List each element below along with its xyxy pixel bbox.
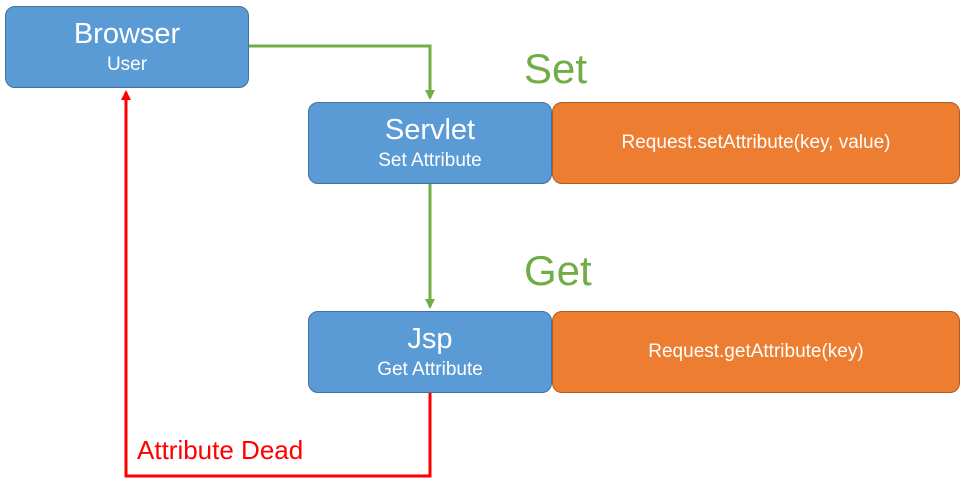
- servlet-node: Servlet Set Attribute: [308, 102, 552, 184]
- browser-node: Browser User: [5, 6, 249, 88]
- browser-to-servlet-arrow: [249, 44, 435, 100]
- get-step-label: Get: [524, 247, 592, 294]
- servlet-subtitle: Set Attribute: [378, 150, 482, 171]
- servlet-title: Servlet: [384, 114, 476, 146]
- jsp-title: Jsp: [407, 323, 453, 355]
- set-attribute-code-box: Request.setAttribute(key, value): [552, 102, 960, 184]
- jsp-node: Jsp Get Attribute: [308, 311, 552, 393]
- browser-subtitle: User: [106, 54, 148, 75]
- set-step-label: Set: [524, 45, 588, 92]
- jsp-to-browser-return-arrow: [121, 90, 432, 478]
- set-attribute-code: Request.setAttribute(key, value): [621, 132, 891, 153]
- attribute-dead-label: Attribute Dead: [137, 435, 304, 465]
- jsp-subtitle: Get Attribute: [377, 359, 483, 380]
- browser-title: Browser: [73, 18, 181, 50]
- get-attribute-code-box: Request.getAttribute(key): [552, 311, 960, 393]
- get-attribute-code: Request.getAttribute(key): [648, 341, 864, 362]
